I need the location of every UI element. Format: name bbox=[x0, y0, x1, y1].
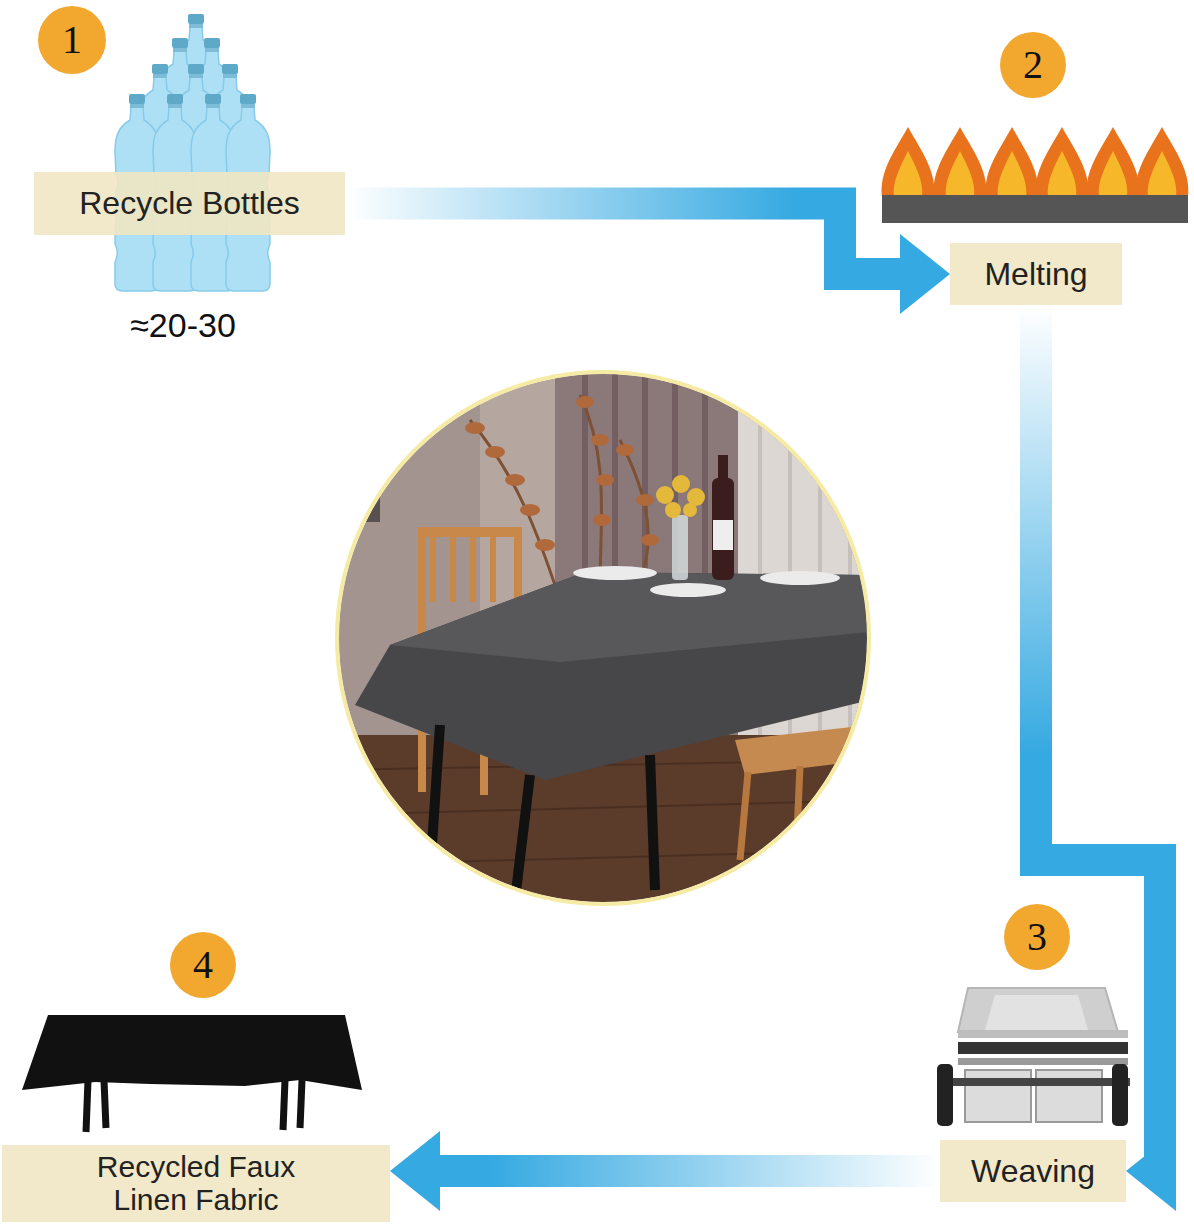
count-note: ≈20-30 bbox=[130, 306, 236, 345]
circle-fill bbox=[170, 932, 236, 998]
step-number: 2 bbox=[1023, 45, 1043, 85]
tablecloth-icon bbox=[22, 1015, 362, 1132]
step-number-circle: 2 bbox=[1000, 32, 1066, 98]
step-number-circle: 4 bbox=[170, 932, 236, 998]
bottle-pile bbox=[115, 14, 270, 291]
arrow-shaft bbox=[438, 1155, 940, 1187]
step-number-circle: 1 bbox=[38, 6, 106, 74]
arrow-shaft bbox=[345, 204, 902, 275]
flow-arrow bbox=[345, 204, 950, 315]
step-label-box: Weaving bbox=[940, 1140, 1126, 1202]
step-number-circle: 3 bbox=[1004, 904, 1070, 970]
step-number: 4 bbox=[193, 945, 213, 985]
melting-flames bbox=[882, 127, 1189, 223]
arrow-head bbox=[390, 1131, 440, 1211]
flow-arrow bbox=[1036, 305, 1176, 1211]
circle-fill bbox=[1000, 32, 1066, 98]
step-label: Melting bbox=[984, 257, 1087, 292]
step-label: Recycle Bottles bbox=[79, 186, 300, 221]
circle-fill bbox=[1004, 904, 1070, 970]
step-label: Recycled Faux Linen Fabric bbox=[70, 1151, 322, 1216]
loom-icon bbox=[937, 988, 1130, 1126]
step-label-box: Recycle Bottles bbox=[34, 172, 345, 235]
circle-fill bbox=[38, 6, 106, 74]
step-number: 1 bbox=[62, 20, 82, 60]
arrow-head bbox=[1126, 1131, 1176, 1211]
dining-photo bbox=[330, 365, 880, 915]
flow-arrow bbox=[390, 1131, 940, 1211]
step-number: 3 bbox=[1027, 917, 1047, 957]
step-label: Weaving bbox=[971, 1154, 1095, 1189]
step-label-box: Melting bbox=[950, 243, 1122, 305]
arrow-shaft bbox=[1036, 305, 1160, 1171]
arrow-head bbox=[900, 234, 950, 314]
step-label-box: Recycled Faux Linen Fabric bbox=[2, 1145, 390, 1222]
